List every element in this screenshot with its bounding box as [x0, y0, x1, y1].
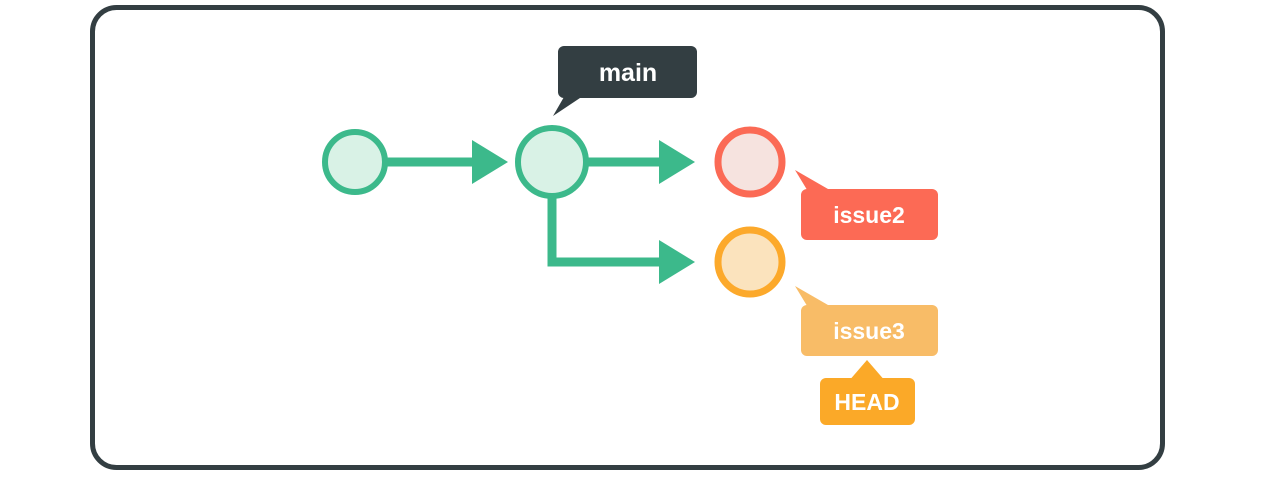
- branch-label-issue2-text: issue2: [833, 202, 905, 228]
- arrow-commit1-to-commit2: [385, 140, 508, 184]
- head-pointer-label-text: HEAD: [834, 389, 899, 415]
- commit-node-issue3[interactable]: [714, 226, 786, 298]
- branch-label-issue3-text: issue3: [833, 318, 905, 344]
- branch-label-main-text: main: [599, 59, 657, 87]
- commit-node-main-1[interactable]: [322, 129, 388, 195]
- commit-nodes-layer: [322, 125, 786, 298]
- commit-node-issue2[interactable]: [714, 126, 786, 198]
- branch-label-main[interactable]: main: [553, 46, 697, 116]
- arrows-layer: [385, 140, 695, 284]
- head-pointer-label[interactable]: HEAD: [820, 360, 915, 425]
- arrow-commit2-to-issue2: [586, 140, 695, 184]
- branch-label-issue3[interactable]: issue3: [795, 286, 938, 356]
- branch-label-issue2[interactable]: issue2: [795, 170, 938, 240]
- arrow-commit2-to-issue3: [547, 190, 695, 284]
- commit-node-main-2[interactable]: [515, 125, 589, 199]
- labels-layer: main issue2 issue3 HEAD: [553, 46, 938, 425]
